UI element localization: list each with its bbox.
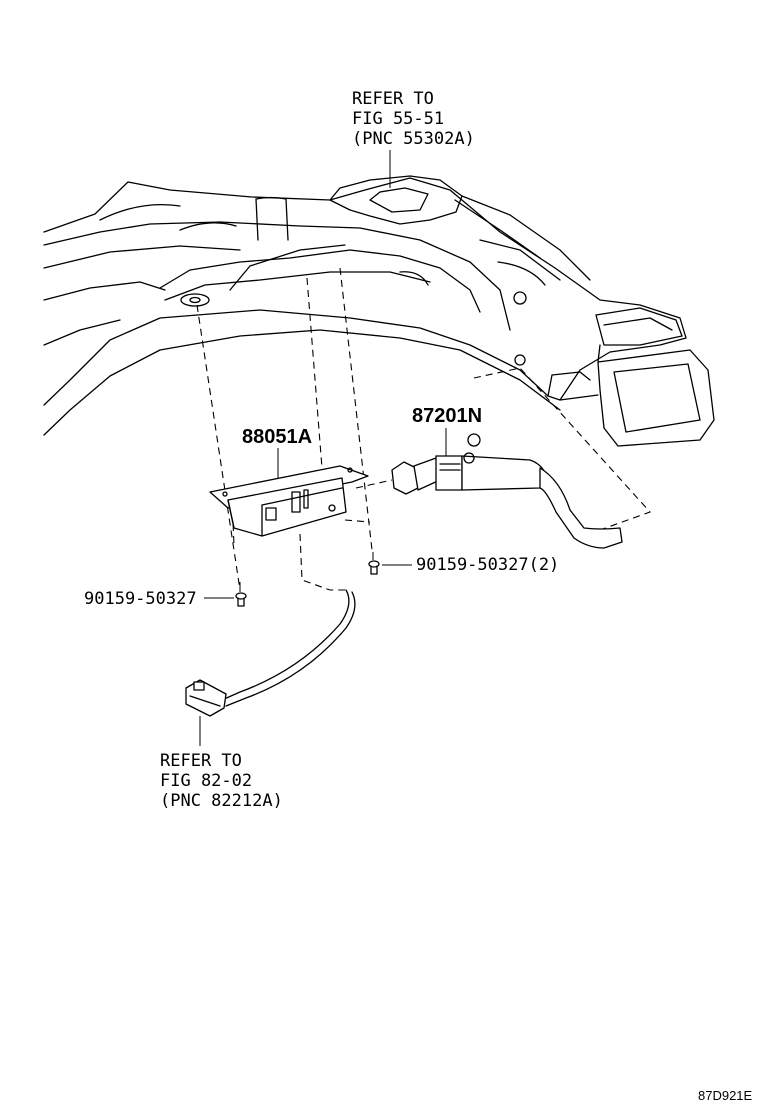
wire-harness bbox=[185, 589, 356, 717]
bottom-ref-line3: (PNC 82212A) bbox=[160, 791, 283, 811]
part-number-87201n: 87201N bbox=[412, 405, 482, 427]
top-ref-line2: FIG 55-51 bbox=[352, 109, 444, 129]
assembly-dashed-lines bbox=[196, 267, 651, 591]
part-number-88051a: 88051A bbox=[242, 426, 312, 448]
screw-left-icon bbox=[235, 582, 247, 607]
screw-right-icon bbox=[368, 552, 380, 575]
bottom-ref-line1: REFER TO bbox=[160, 751, 242, 771]
top-ref-line1: REFER TO bbox=[352, 89, 434, 109]
module-88051a bbox=[209, 465, 369, 537]
figure-id: 87D921E bbox=[698, 1088, 753, 1103]
instrument-panel-reinforcement bbox=[43, 175, 715, 447]
screw-right-part-number: 90159-50327(2) bbox=[416, 555, 559, 575]
bottom-ref-line2: FIG 82-02 bbox=[160, 771, 252, 791]
top-ref-line3: (PNC 55302A) bbox=[352, 129, 475, 149]
screw-left-part-number: 90159-50327 bbox=[84, 589, 197, 609]
sensor-87201n bbox=[391, 433, 623, 549]
